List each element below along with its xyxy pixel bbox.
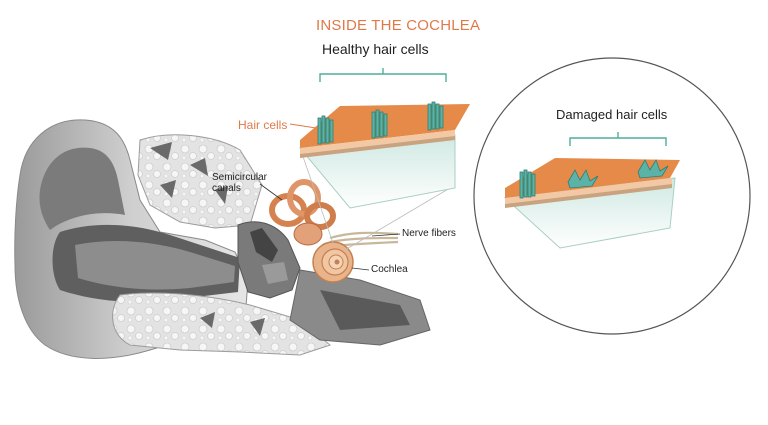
healthy-bracket — [319, 68, 447, 82]
semicircular-leader-line — [259, 183, 283, 201]
damaged-bundle — [637, 159, 669, 179]
hair-bundle — [427, 101, 444, 131]
hair-bundle — [317, 115, 334, 145]
nerve-fibers-label: Nerve fibers — [402, 228, 456, 239]
diagram-title: INSIDE THE COCHLEA — [316, 17, 481, 34]
damaged-bracket — [569, 132, 667, 146]
healthy-hair-cells — [317, 101, 444, 145]
vestibule — [293, 222, 323, 246]
projection-lines — [299, 147, 456, 251]
hair-cells-label: Hair cells — [238, 118, 288, 132]
healthy-hair-cells-label: Healthy hair cells — [322, 41, 429, 57]
middle-ear — [237, 221, 431, 346]
cochlea-spiral — [312, 241, 354, 283]
damaged-bundle — [567, 169, 599, 189]
hair-bundle — [519, 169, 536, 199]
cochlea-label: Cochlea — [371, 264, 408, 275]
semicircular-canals — [269, 179, 336, 230]
cochlea-leader-line — [351, 267, 370, 271]
temporal-bone — [112, 134, 332, 356]
hair-bundle — [371, 109, 388, 139]
damaged-hair-cells-label: Damaged hair cells — [556, 107, 668, 122]
nerve-leader-line — [371, 233, 401, 237]
semicircular-canals-label: Semicircular canals — [212, 172, 268, 194]
damaged-circle — [473, 57, 751, 335]
hair-cells-leader-line — [289, 123, 317, 129]
damaged-hair-cells — [519, 159, 669, 199]
